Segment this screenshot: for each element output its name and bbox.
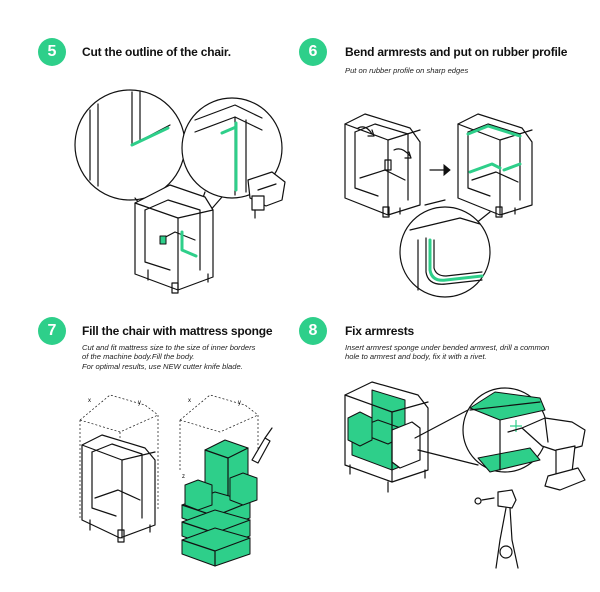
step-title: Cut the outline of the chair. <box>82 45 231 59</box>
step-number-badge: 6 <box>299 38 327 66</box>
dimension-label-y: y <box>238 400 241 406</box>
dimension-label-x: x <box>88 398 91 404</box>
step-title: Fix armrests <box>345 324 414 338</box>
step-title: Fill the chair with mattress sponge <box>82 324 273 338</box>
dimension-label-y: y <box>138 400 141 406</box>
dimension-label-z: z <box>182 474 185 480</box>
step-number-badge: 8 <box>299 317 327 345</box>
step-description: Put on rubber profile on sharp edges <box>345 66 469 75</box>
step-description: Insert armrest sponge under bended armre… <box>345 343 550 362</box>
step-number-badge: 7 <box>38 317 66 345</box>
dimension-label-x: x <box>188 398 191 404</box>
step-number-badge: 5 <box>38 38 66 66</box>
step-title: Bend armrests and put on rubber profile <box>345 45 568 59</box>
step-description: Cut and fit mattress size to the size of… <box>82 343 256 371</box>
